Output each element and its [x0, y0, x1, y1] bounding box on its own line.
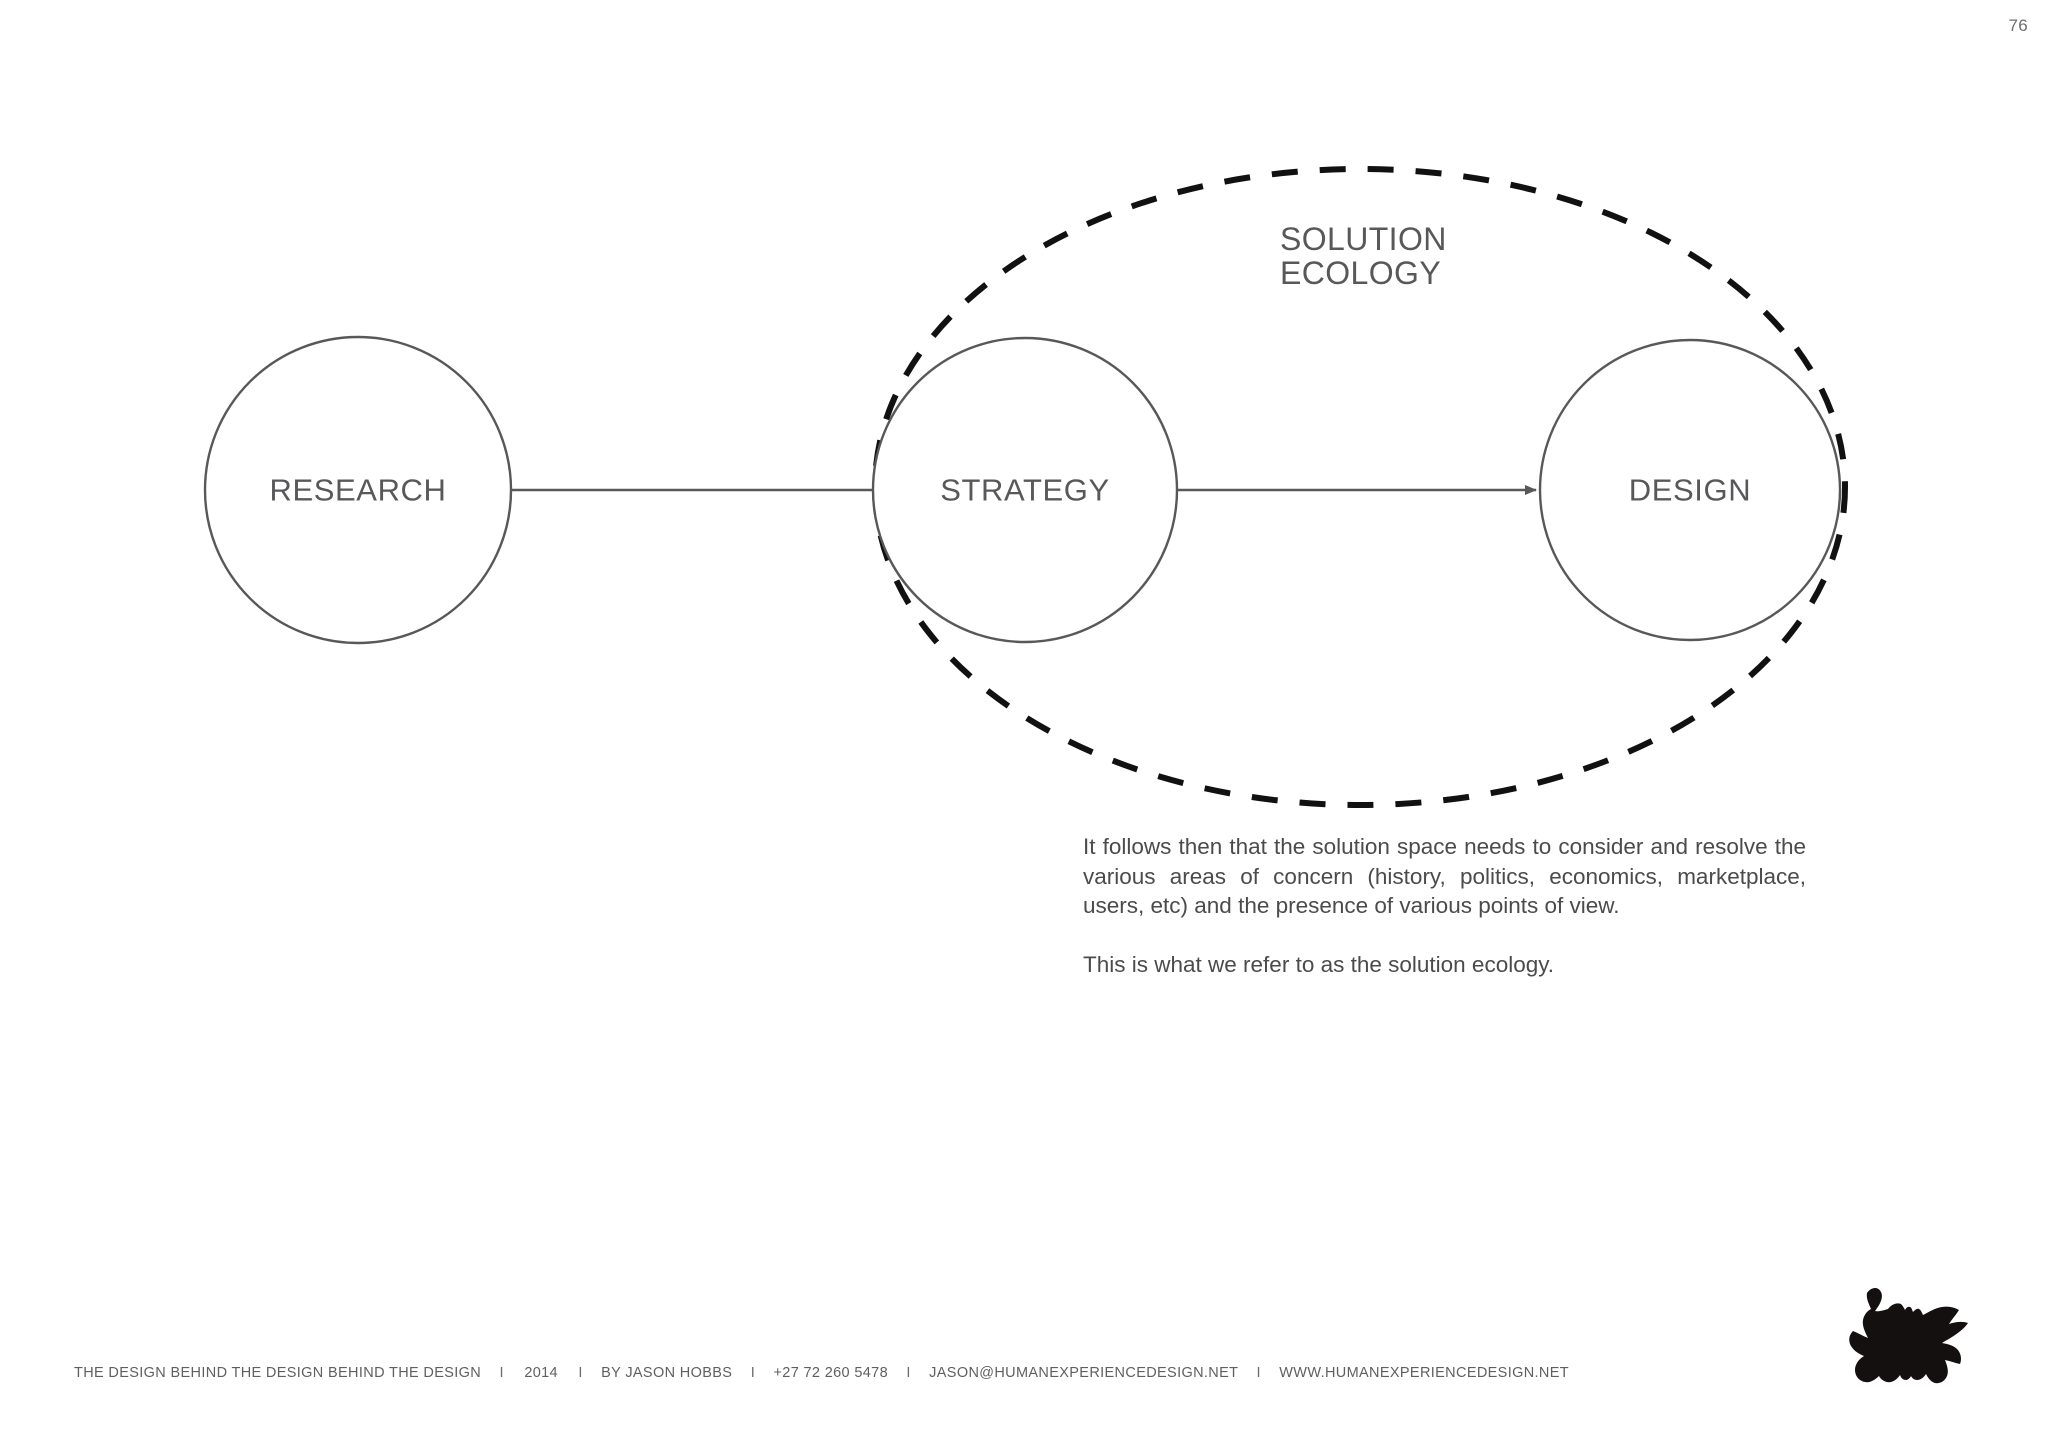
footer-email[interactable]: JASON@HUMANEXPERIENCEDESIGN.NET — [929, 1365, 1239, 1381]
solution-ecology-boundary — [872, 166, 1848, 808]
footer-year: 2014 — [524, 1365, 558, 1381]
footer-phone: +27 72 260 5478 — [773, 1365, 888, 1381]
paragraph-solution-ecology: This is what we refer to as the solution… — [1083, 951, 1555, 977]
node-research-circle — [203, 335, 513, 645]
solution-ecology-diagram: RESEARCH STRATEGY DESIGN SOLUTION ECOLOG… — [203, 166, 1848, 808]
solution-ecology-label-line2: ECOLOGY — [1280, 255, 1441, 291]
body-copy: It follows then that the solution space … — [1083, 832, 1806, 979]
logo-mark-icon — [1849, 1287, 1968, 1384]
node-design-label: DESIGN — [1629, 473, 1751, 508]
footer: THE DESIGN BEHIND THE DESIGN BEHIND THE … — [74, 1366, 1569, 1381]
footer-separator-1: I — [499, 1365, 504, 1381]
node-strategy-label: STRATEGY — [940, 473, 1110, 508]
footer-separator-4: I — [906, 1365, 911, 1381]
node-research-label: RESEARCH — [269, 473, 446, 508]
footer-author: BY JASON HOBBS — [601, 1365, 733, 1381]
diagram-canvas: RESEARCH STRATEGY DESIGN SOLUTION ECOLOG… — [203, 166, 1848, 808]
node-design-circle — [1538, 338, 1842, 642]
footer-separator-2: I — [578, 1365, 583, 1381]
node-strategy[interactable]: STRATEGY — [871, 336, 1179, 644]
node-design[interactable]: DESIGN — [1538, 338, 1842, 642]
page-number: 76 — [2008, 16, 2028, 35]
node-research[interactable]: RESEARCH — [203, 335, 513, 645]
footer-separator-3: I — [750, 1365, 756, 1381]
solution-ecology-label-line1: SOLUTION — [1280, 221, 1447, 257]
node-strategy-circle — [871, 336, 1179, 644]
footer-title: THE DESIGN BEHIND THE DESIGN BEHIND THE … — [74, 1365, 482, 1381]
logo[interactable] — [1845, 1285, 1980, 1403]
paragraph-solution-space: It follows then that the solution space … — [1083, 834, 1806, 918]
footer-website[interactable]: WWW.HUMANEXPERIENCEDESIGN.NET — [1279, 1365, 1569, 1381]
footer-separator-5: I — [1256, 1365, 1261, 1381]
